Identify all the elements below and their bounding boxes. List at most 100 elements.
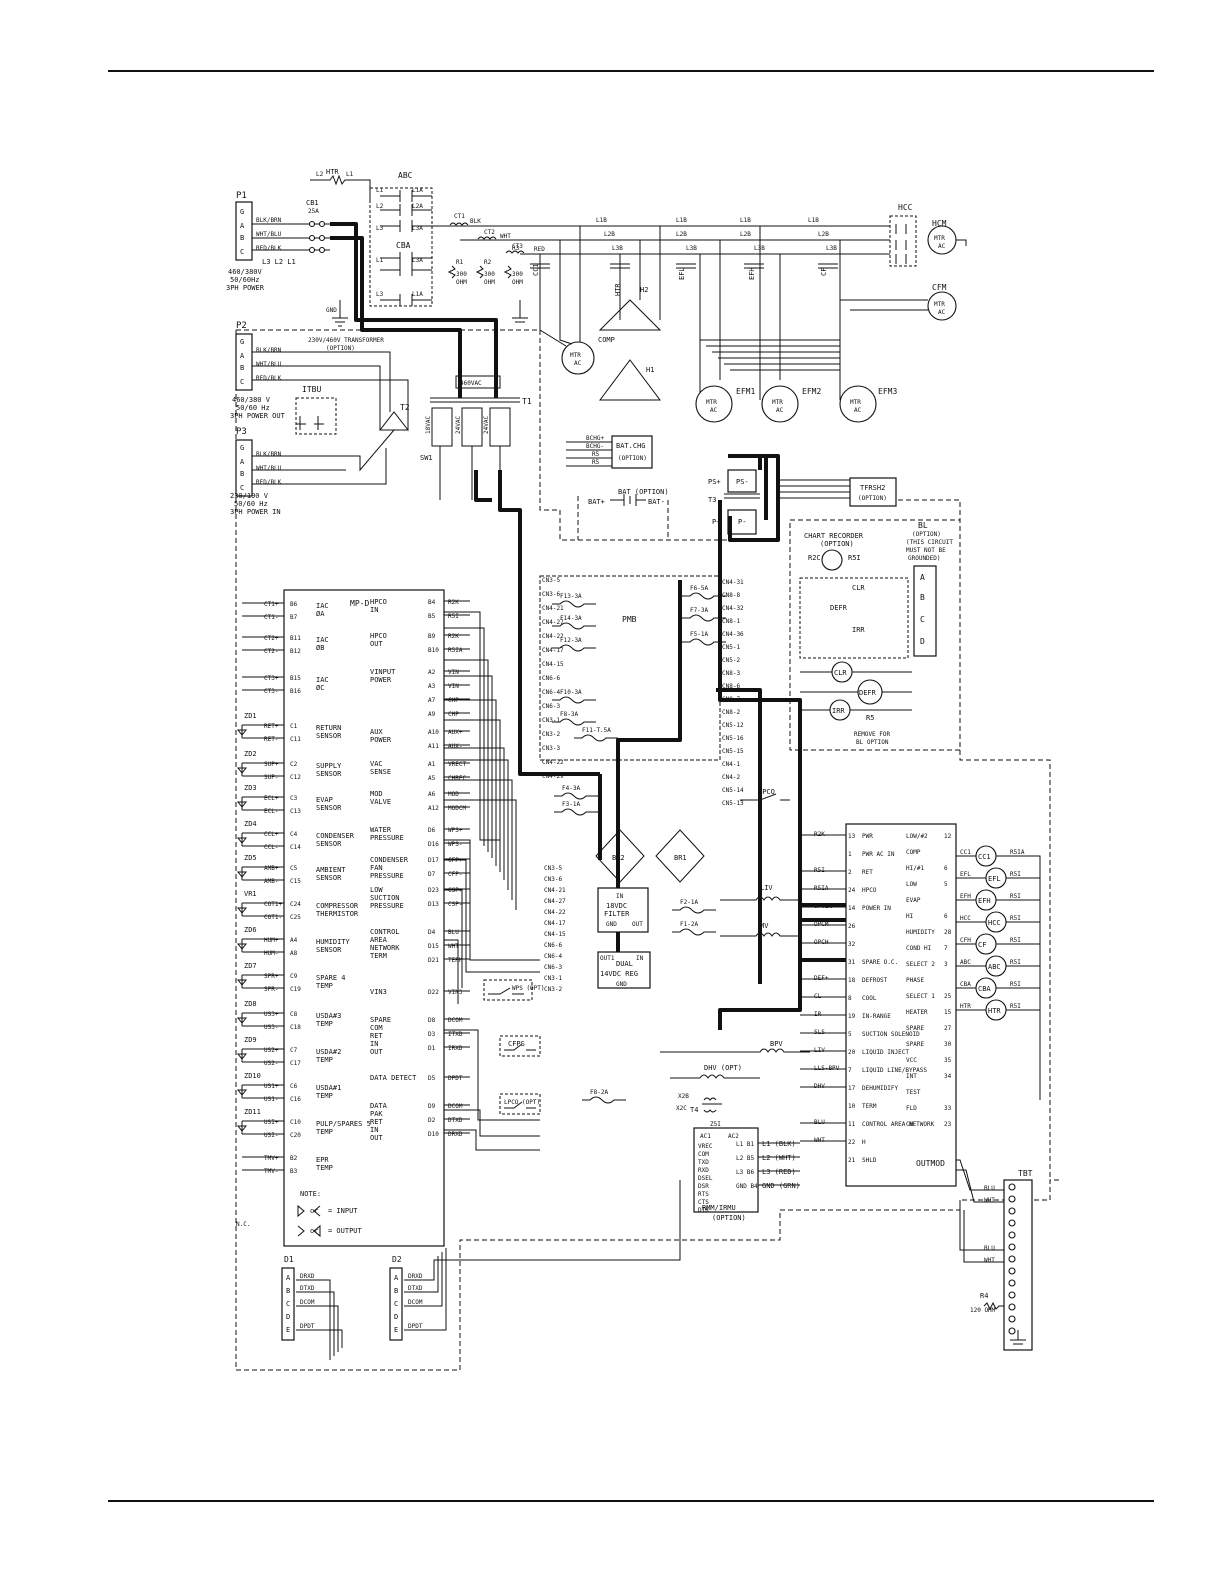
- svg-text:3PH POWER OUT: 3PH POWER OUT: [230, 412, 286, 420]
- outmod-pin: 22: [848, 1139, 856, 1146]
- svg-text:300: 300: [456, 271, 467, 278]
- svg-text:ABC: ABC: [398, 171, 413, 180]
- outmod-pin: 25: [944, 993, 952, 1000]
- mpd-output-wire: DCOM: [448, 1103, 463, 1110]
- svg-text:R5: R5: [592, 459, 600, 466]
- rmm-wire: L2 (WHT): [762, 1154, 796, 1162]
- svg-text:PMB: PMB: [622, 615, 637, 624]
- mpd-output-label: AUX: [370, 728, 383, 736]
- fuse-label: F1-2A: [680, 921, 698, 928]
- mpd-pin: C15: [290, 878, 301, 885]
- svg-text:B: B: [240, 364, 244, 372]
- svg-text:EFL: EFL: [678, 267, 686, 280]
- outmod-pin: 27: [944, 1025, 952, 1032]
- mpd-input-wire: USI+: [264, 1119, 279, 1126]
- mpd-input-lead: [242, 602, 284, 617]
- mpd-input-lead: [242, 1084, 284, 1099]
- pmb-connector: CN4-27: [544, 898, 566, 905]
- svg-text:24VAC: 24VAC: [455, 416, 462, 434]
- d-wire: DRXD: [408, 1273, 423, 1280]
- mpd-output-wire: IRXD: [448, 1045, 463, 1052]
- mpd-input-wire: AMB+: [264, 865, 279, 872]
- mpd-pin: B7: [290, 614, 298, 621]
- outmod-pin: 7: [848, 1067, 852, 1074]
- svg-text:CT3: CT3: [512, 243, 523, 250]
- mpd-output-label: PAK: [370, 1110, 383, 1118]
- fuse-symbol: [682, 614, 726, 622]
- outmod-title: OUTMOD: [916, 1159, 945, 1168]
- mpd-output-label: POWER: [370, 676, 392, 684]
- outmod-heavy-wiring: [800, 903, 846, 962]
- sensor-device: ZD2: [244, 750, 257, 758]
- mpd-input-lead: [242, 762, 284, 777]
- svg-text:FILTER: FILTER: [604, 910, 630, 918]
- outmod-pin: 10: [848, 1103, 856, 1110]
- pmb-connector: CN3-2: [544, 986, 562, 993]
- outmod-pin-label: SPARE: [906, 1041, 924, 1048]
- fuse-symbol: [672, 906, 716, 914]
- svg-text:AC: AC: [854, 407, 862, 414]
- svg-text:460VAC: 460VAC: [460, 380, 482, 387]
- mpd-pin: C20: [290, 1132, 301, 1139]
- svg-text:or: or: [310, 1207, 318, 1215]
- tbt-terminal-pin: [1008, 1291, 1016, 1299]
- outmod-pin-label: RET: [862, 869, 873, 876]
- mpd-output-wire: VIN: [448, 683, 459, 690]
- sensor-device: ZD6: [244, 926, 257, 934]
- svg-text:HTR: HTR: [614, 283, 622, 296]
- mpd-input-lead: [242, 636, 284, 651]
- svg-text:AC1: AC1: [700, 1133, 711, 1140]
- d-wire: DCOM: [408, 1299, 423, 1306]
- mpd-output-label: NETWORK: [370, 944, 400, 952]
- mpd-output-label: CONTROL: [370, 928, 400, 936]
- svg-text:AC: AC: [938, 309, 946, 316]
- mpd-input-wire: HUM+: [264, 937, 279, 944]
- svg-text:C: C: [240, 248, 244, 256]
- svg-text:L3A: L3A: [412, 257, 423, 264]
- coil-label: HCC: [988, 919, 1001, 927]
- svg-text:CT1: CT1: [454, 213, 465, 220]
- svg-text:L1B: L1B: [808, 217, 819, 224]
- svg-text:B: B: [240, 234, 244, 242]
- t1-transformer: 460VAC T1 18VAC 24VAC 24VAC SW1: [420, 375, 532, 500]
- wire-blk-label: BLK: [470, 218, 481, 225]
- d2-connector: D2: [389, 1255, 403, 1341]
- mpd-pin: B16: [290, 688, 301, 695]
- fuse-symbol: [554, 792, 598, 800]
- svg-text:BCHG+: BCHG+: [586, 435, 604, 442]
- svg-text:WHT/BLU: WHT/BLU: [256, 465, 282, 472]
- svg-text:OHM: OHM: [456, 279, 467, 286]
- mpd-input-label: ØB: [316, 644, 324, 652]
- svg-text:LIV: LIV: [760, 884, 773, 892]
- mpd-input-wire: US2+: [264, 1047, 279, 1054]
- pmb-heavy-wiring: [518, 456, 802, 1030]
- mpd-output-label: FAN: [370, 864, 383, 872]
- svg-text:BAT.CHG: BAT.CHG: [616, 442, 646, 450]
- outmod-pin-label: PHASE: [906, 977, 924, 984]
- fuse-symbol: [552, 696, 596, 704]
- sensor-device: ZD4: [244, 820, 257, 828]
- outmod-pin: 8: [848, 995, 852, 1002]
- mpd-input-label: USDA#1: [316, 1084, 341, 1092]
- svg-text:L1: L1: [376, 187, 384, 194]
- coil-return: R5I: [1010, 981, 1021, 988]
- svg-text:MTR: MTR: [772, 399, 783, 406]
- mpd-input-lead: [242, 974, 284, 989]
- mpd-input-wire: COT1-: [264, 914, 282, 921]
- svg-text:CHART RECORDER: CHART RECORDER: [804, 532, 864, 540]
- svg-text:L2B: L2B: [604, 231, 615, 238]
- fuse-symbol: [672, 928, 716, 936]
- mpd-input-wire: US3+: [264, 1011, 279, 1018]
- svg-text:(OPTION): (OPTION): [618, 455, 647, 462]
- fuse-symbol: [552, 644, 596, 652]
- coil-label: EFH: [978, 897, 991, 905]
- outmod-pin: 14: [848, 905, 856, 912]
- svg-text:L2B: L2B: [740, 231, 751, 238]
- mpd-pin: B6: [290, 601, 298, 608]
- pmb-connector: CN5-15: [722, 748, 744, 755]
- tbt-terminal-pin: [1008, 1243, 1016, 1251]
- coil-return: R5IA: [1010, 849, 1025, 856]
- pmb-connector: CN4-32: [722, 605, 744, 612]
- mpd-pin: A3: [428, 683, 436, 690]
